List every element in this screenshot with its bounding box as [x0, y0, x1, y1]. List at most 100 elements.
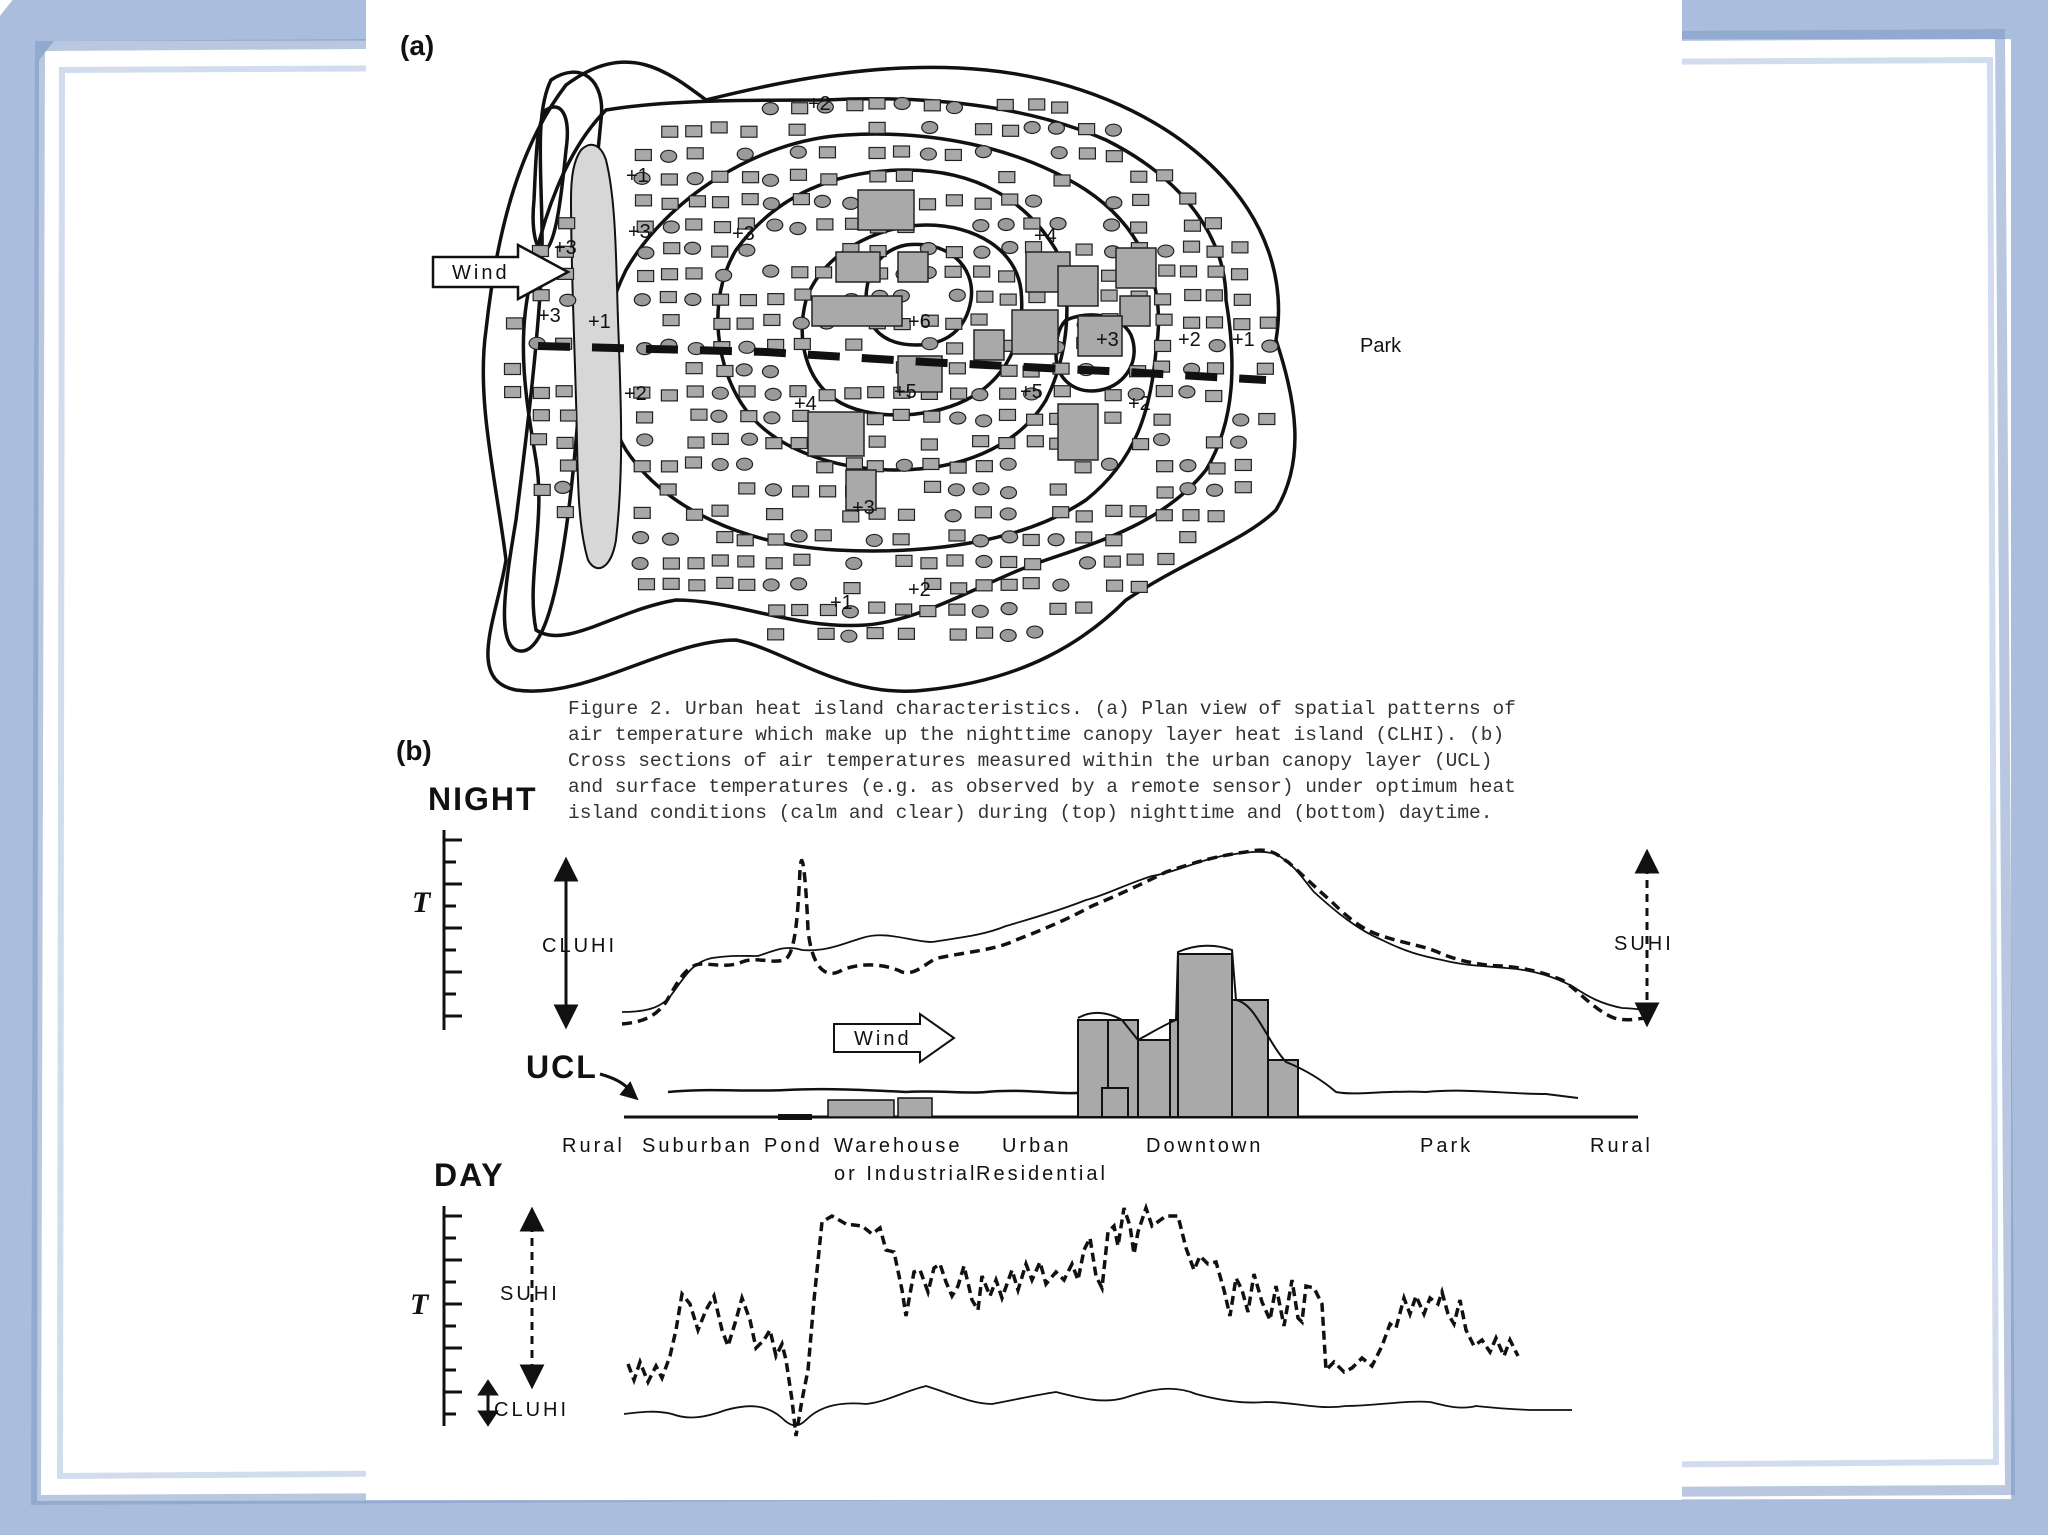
night-axis	[442, 830, 462, 1030]
contour-labels: +1 +2 +3 +3 +3 +1 +2 +3 +4 +4 +5 +5 +6 +…	[538, 93, 1402, 614]
map-building	[1208, 462, 1226, 475]
map-tree	[975, 554, 993, 569]
map-tree	[893, 96, 911, 111]
map-building	[532, 386, 550, 400]
map-building	[716, 364, 734, 378]
map-building	[791, 603, 809, 617]
map-building	[529, 433, 548, 446]
map-building	[1129, 505, 1147, 518]
map-building	[949, 628, 967, 641]
map-large-building	[1057, 265, 1099, 307]
map-building	[1207, 265, 1225, 278]
map-wind-arrow: Wind	[431, 242, 571, 302]
svg-text:+3: +3	[628, 221, 651, 243]
map-building	[791, 485, 810, 498]
map-building	[972, 435, 990, 448]
map-building	[1000, 555, 1018, 569]
map-building	[1001, 124, 1020, 137]
map-building	[711, 554, 729, 567]
map-tree	[1232, 413, 1250, 427]
map-tree	[1000, 530, 1019, 544]
map-tree	[790, 529, 808, 543]
svg-text:and surface temperatures (e.g.: and surface temperatures (e.g. as observ…	[568, 776, 1516, 798]
map-tree	[633, 171, 651, 185]
map-building	[867, 386, 885, 399]
svg-text:+1: +1	[626, 165, 649, 187]
map-tree	[1047, 533, 1065, 547]
map-building	[736, 317, 754, 330]
map-large-building	[811, 295, 903, 327]
map-tree	[761, 173, 780, 187]
map-tree	[633, 293, 651, 307]
map-building	[740, 125, 758, 138]
map-building	[949, 461, 967, 474]
map-building	[1230, 268, 1249, 281]
night-axis-label: T	[412, 886, 432, 919]
svg-text:+3: +3	[538, 305, 561, 327]
map-tree	[1047, 121, 1066, 135]
map-tree	[1022, 387, 1041, 401]
map-building	[662, 557, 680, 570]
map-building	[1024, 558, 1042, 571]
svg-text:+3: +3	[1096, 329, 1119, 351]
svg-text:+3: +3	[554, 237, 577, 259]
map-building	[1234, 481, 1252, 494]
map-buildings	[503, 96, 1279, 643]
map-tree	[740, 432, 759, 446]
map-building	[868, 146, 886, 160]
map-building	[659, 483, 677, 496]
svg-text:+1: +1	[830, 592, 853, 614]
map-building	[897, 627, 915, 640]
map-building	[790, 436, 808, 450]
map-tree	[999, 457, 1017, 471]
map-building	[1233, 318, 1251, 331]
map-tree	[999, 628, 1017, 643]
map-tree	[999, 486, 1018, 500]
map-building	[1179, 192, 1197, 205]
map-building	[869, 170, 887, 183]
map-building	[999, 293, 1017, 306]
map-tree	[813, 194, 832, 208]
map-building	[897, 508, 916, 521]
map-building	[974, 506, 992, 519]
figure-caption: Figure 2. Urban heat island characterist…	[568, 698, 1516, 824]
map-building	[975, 626, 994, 639]
day-cluhi-label: CLUHI	[494, 1399, 569, 1421]
contour-plus3	[601, 132, 1161, 553]
map-building	[973, 265, 991, 278]
map-large-building	[973, 329, 1005, 361]
svg-text:+2: +2	[1178, 329, 1201, 351]
map-building	[788, 123, 806, 136]
map-tree	[1206, 483, 1224, 497]
map-building	[814, 266, 833, 279]
map-building	[558, 217, 576, 230]
panel-label-b: (b)	[396, 735, 432, 766]
ucl-wind-arrow: Wind	[833, 1012, 956, 1064]
map-building	[975, 579, 993, 592]
map-building	[1026, 435, 1044, 448]
map-building	[1132, 193, 1150, 207]
svg-text:+6: +6	[908, 311, 931, 333]
map-tree	[1026, 625, 1044, 639]
map-building	[1155, 169, 1174, 182]
map-park-label: Park	[1360, 335, 1402, 357]
map-tree	[636, 433, 654, 447]
map-building	[1157, 552, 1175, 566]
map-building	[1179, 265, 1198, 278]
map-tree	[661, 532, 680, 546]
ucl-label: UCL	[526, 1049, 598, 1085]
map-building	[1182, 509, 1200, 522]
map-tree	[764, 483, 783, 497]
map-building	[1205, 389, 1223, 403]
svg-text:+5: +5	[1020, 381, 1043, 403]
map-building	[532, 409, 550, 422]
map-building	[1049, 483, 1067, 496]
map-building	[946, 342, 964, 355]
map-building	[1205, 436, 1224, 449]
ucl-pointer	[599, 1072, 639, 1101]
map-building	[737, 217, 755, 230]
map-building	[1103, 555, 1121, 568]
map-tree	[1023, 120, 1041, 135]
map-tree	[660, 149, 678, 163]
map-building	[918, 198, 937, 211]
